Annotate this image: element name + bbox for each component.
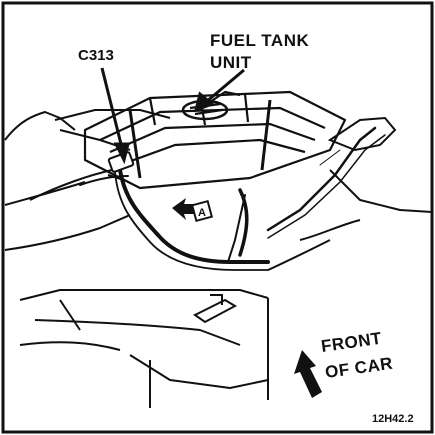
floor-bracket — [193, 294, 238, 324]
front-of-car-label-line2: OF CAR — [324, 354, 394, 382]
front-of-car-label-line1: FRONT — [320, 329, 383, 356]
view-a-arrow-icon — [172, 198, 214, 223]
figure-code: 12H42.2 — [372, 413, 414, 425]
view-a-marker-label: A — [198, 207, 206, 219]
leader-lines — [100, 67, 245, 165]
body-outline — [4, 109, 433, 408]
wiring-harness — [79, 116, 397, 271]
fuel-tank — [83, 90, 347, 190]
c313-connector — [107, 151, 135, 181]
connector-label: C313 — [78, 47, 114, 64]
fuel-tank-unit-label-line1: FUEL TANK — [210, 31, 309, 50]
fuel-tank-unit-label-line2: UNIT — [210, 53, 252, 72]
front-of-car-arrow-icon — [294, 350, 322, 398]
